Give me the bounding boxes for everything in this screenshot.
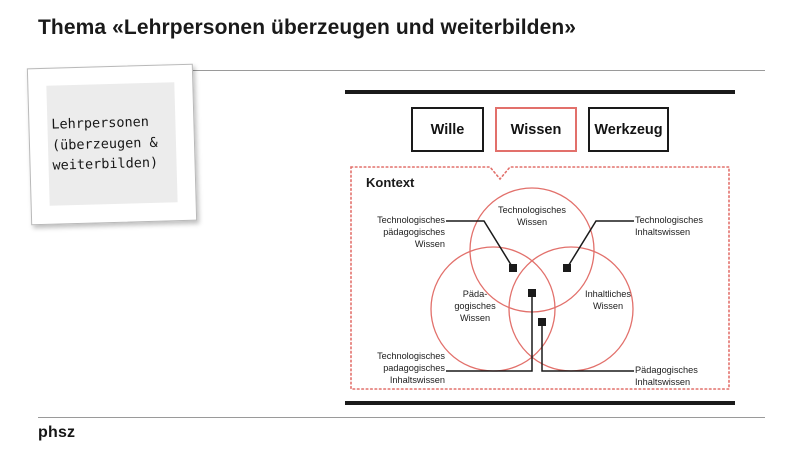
diagram-top-rule <box>345 90 735 94</box>
box-wille[interactable]: Wille <box>411 107 484 152</box>
venn-markers <box>509 264 571 326</box>
venn-label-technological-knowledge: Technologisches Wissen <box>498 205 566 227</box>
box-wissen[interactable]: Wissen <box>495 107 577 152</box>
sticky-note-text: Lehrpersonen (überzeugen & weiterbilden) <box>51 113 159 175</box>
callout-pedagogical-content-knowledge: Pädagogisches Inhaltswissen <box>635 365 698 388</box>
sticky-note: Lehrpersonen (überzeugen & weiterbilden) <box>26 63 198 226</box>
leader-tpk <box>446 220 514 269</box>
marker-pck <box>538 318 546 326</box>
tpack-diagram: Wille Wissen Werkzeug Kontext <box>345 90 735 405</box>
marker-tpck <box>528 289 536 297</box>
diagram-bottom-rule <box>345 401 735 405</box>
marker-tpk <box>509 264 517 272</box>
callout-technological-pedagogical-knowledge: Technologisches pädagogisches Wissen <box>377 215 445 250</box>
w-box-group: Wille Wissen Werkzeug <box>345 107 735 152</box>
leader-tck <box>566 220 634 269</box>
venn-graphic <box>430 187 634 372</box>
leader-tpck <box>446 293 533 372</box>
callout-technological-content-knowledge: Technologisches Inhaltswissen <box>635 215 703 238</box>
kontext-frame-outline <box>350 166 730 390</box>
venn-leader-lines <box>446 220 634 372</box>
venn-label-content-knowledge: Inhaltliches Wissen <box>585 289 631 311</box>
kontext-frame: Kontext <box>350 166 730 390</box>
leader-pck <box>541 322 634 372</box>
venn-label-pedagogical-knowledge: Päda- gogisches Wissen <box>454 289 496 323</box>
callout-technological-pedagogical-content-knowledge: Technologisches padagogisches Inhaltswis… <box>377 351 445 386</box>
box-werkzeug[interactable]: Werkzeug <box>588 107 669 152</box>
page-title: Thema «Lehrpersonen überzeugen und weite… <box>38 16 577 39</box>
phsz-logo: phsz <box>38 424 76 441</box>
marker-tck <box>563 264 571 272</box>
title-divider <box>38 70 765 71</box>
kontext-label: Kontext <box>366 175 415 190</box>
footer-divider <box>38 417 765 418</box>
sticky-note-inner-panel: Lehrpersonen (überzeugen & weiterbilden) <box>46 82 178 206</box>
